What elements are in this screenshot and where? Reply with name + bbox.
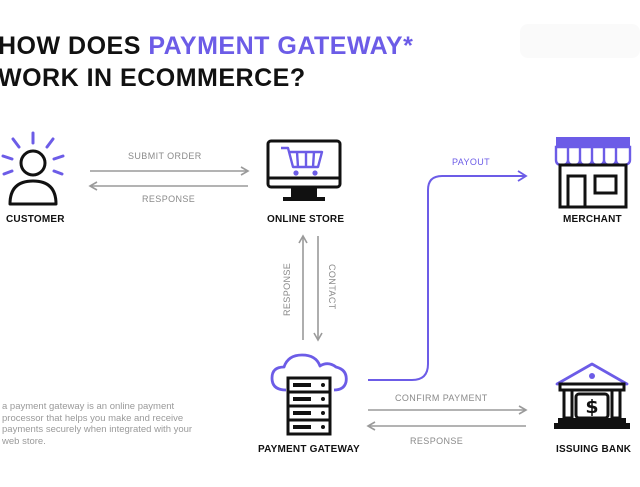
payment-gateway-label: PAYMENT GATEWAY — [258, 444, 360, 455]
response-vertical-label: RESPONSE — [282, 262, 292, 316]
title-prefix: HOW DOES — [0, 32, 149, 60]
payout-label: PAYOUT — [452, 157, 491, 167]
customer-icon — [1, 131, 65, 206]
page-title: HOW DOES PAYMENT GATEWAY* WORK IN ECOMME… — [0, 30, 413, 94]
payout-arrow — [368, 170, 528, 381]
description-text: a payment gateway is an online payment p… — [2, 401, 193, 447]
title-line-2: WORK IN ECOMMERCE? — [0, 64, 306, 92]
issuing-bank-label: ISSUING BANK — [556, 444, 632, 455]
title-accent: PAYMENT GATEWAY* — [148, 32, 414, 60]
response-bottom-label: RESPONSE — [410, 436, 464, 446]
contact-label: CONTACT — [327, 264, 337, 310]
merchant-label: MERCHANT — [563, 214, 622, 225]
confirm-payment-label: CONFIRM PAYMENT — [395, 393, 488, 403]
customer-label: CUSTOMER — [6, 214, 65, 225]
background-panel — [520, 24, 640, 58]
svg-text:$: $ — [585, 396, 598, 418]
submit-order-label: SUBMIT ORDER — [128, 151, 202, 161]
title-line-1: HOW DOES PAYMENT GATEWAY* — [0, 30, 413, 62]
bank-dollar-icon: $ — [554, 362, 630, 429]
store-monitor-icon — [266, 139, 342, 201]
online-store-label: ONLINE STORE — [267, 214, 345, 225]
server-cloud-icon — [270, 353, 348, 436]
response-top-label: RESPONSE — [142, 194, 196, 204]
merchant-shop-icon — [554, 137, 632, 209]
